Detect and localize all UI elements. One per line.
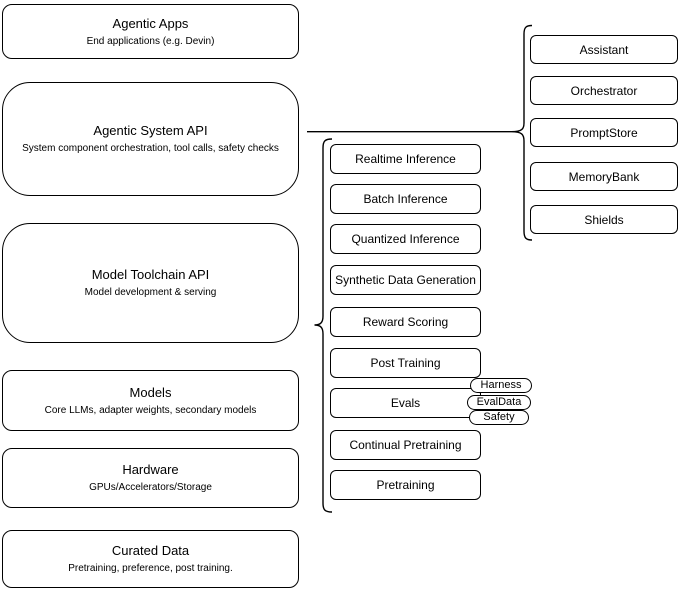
node-title: Hardware: [122, 462, 179, 477]
node-label: PromptStore: [570, 125, 638, 140]
tag-harness: Harness: [470, 378, 532, 393]
node-agentic-apps: Agentic Apps End applications (e.g. Devi…: [2, 4, 299, 59]
tag-safety: Safety: [469, 410, 529, 425]
node-label: Pretraining: [376, 478, 435, 492]
node-label: Realtime Inference: [355, 152, 456, 166]
node-label: Evals: [390, 396, 421, 410]
node-label: Batch Inference: [363, 192, 448, 206]
node-title: Agentic System API: [93, 123, 208, 138]
node-label: Assistant: [579, 42, 629, 57]
node-subtitle: End applications (e.g. Devin): [86, 35, 215, 47]
node-assistant: Assistant: [530, 35, 678, 64]
node-models: Models Core LLMs, adapter weights, secon…: [2, 370, 299, 431]
node-label: Reward Scoring: [362, 315, 449, 329]
node-pretraining: Pretraining: [330, 470, 481, 500]
node-label: Synthetic Data Generation: [335, 273, 476, 287]
node-label: Shields: [584, 212, 624, 227]
tag-evaldata: EvalData: [467, 395, 531, 410]
node-label: Post Training: [370, 356, 441, 370]
node-subtitle: Core LLMs, adapter weights, secondary mo…: [44, 404, 257, 416]
tag-label: Harness: [480, 379, 522, 391]
node-label: Orchestrator: [570, 83, 638, 98]
node-evals: Evals: [330, 388, 481, 418]
node-title: Curated Data: [111, 543, 190, 558]
node-batch-inference: Batch Inference: [330, 184, 481, 214]
node-title: Agentic Apps: [112, 15, 189, 31]
node-agentic-system-api: Agentic System API System component orch…: [2, 82, 299, 196]
system-group-brace-icon: [511, 24, 533, 241]
node-hardware: Hardware GPUs/Accelerators/Storage: [2, 448, 299, 508]
node-label: Quantized Inference: [351, 232, 460, 246]
node-continual-pretraining: Continual Pretraining: [330, 430, 481, 460]
node-quantized-inference: Quantized Inference: [330, 224, 481, 254]
node-model-toolchain-api: Model Toolchain API Model development & …: [2, 223, 299, 343]
node-subtitle: System component orchestration, tool cal…: [22, 143, 279, 154]
node-label: MemoryBank: [568, 169, 640, 184]
node-label: Continual Pretraining: [349, 438, 462, 452]
node-shields: Shields: [530, 205, 678, 234]
node-promptstore: PromptStore: [530, 118, 678, 147]
tag-label: EvalData: [476, 396, 522, 408]
node-orchestrator: Orchestrator: [530, 76, 678, 105]
node-title: Models: [129, 384, 172, 400]
node-title: Model Toolchain API: [91, 267, 210, 282]
node-memorybank: MemoryBank: [530, 162, 678, 191]
node-realtime-inference: Realtime Inference: [330, 144, 481, 174]
node-reward-scoring: Reward Scoring: [330, 307, 481, 337]
node-post-training: Post Training: [330, 348, 481, 378]
node-subtitle: Model development & serving: [84, 287, 217, 298]
node-curated-data: Curated Data Pretraining, preference, po…: [2, 530, 299, 588]
node-subtitle: GPUs/Accelerators/Storage: [89, 482, 212, 493]
tag-label: Safety: [483, 411, 515, 423]
node-subtitle: Pretraining, preference, post training.: [68, 563, 233, 574]
node-synthetic-data-generation: Synthetic Data Generation: [330, 265, 481, 295]
